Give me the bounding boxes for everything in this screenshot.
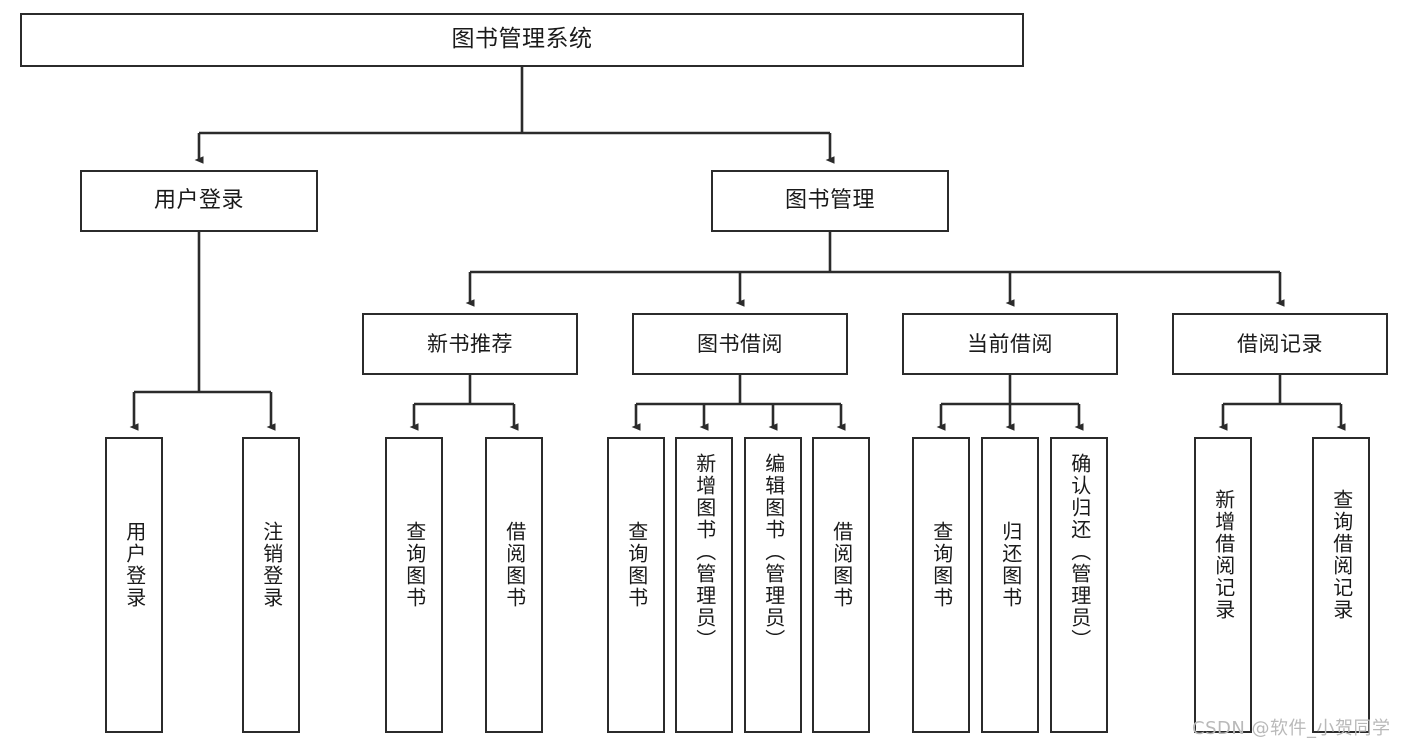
node-label: 新书推荐 [427, 331, 513, 356]
leaf-add-borrow-record[interactable]: 新增借阅记录 [1194, 437, 1252, 733]
leaf-user-login[interactable]: 用户登录 [105, 437, 163, 733]
node-label: 借阅记录 [1237, 331, 1323, 356]
node-label: 借阅图书 [502, 521, 527, 609]
leaf-confirm-return-admin[interactable]: 确认归还（管理员） [1050, 437, 1108, 733]
node-book-borrow[interactable]: 图书借阅 [632, 313, 848, 375]
leaf-query-book-recommend[interactable]: 查询图书 [385, 437, 443, 733]
node-label: 用户登录 [122, 521, 147, 609]
node-label: 注销登录 [259, 521, 284, 609]
node-root-system[interactable]: 图书管理系统 [20, 13, 1024, 67]
node-book-management[interactable]: 图书管理 [711, 170, 949, 232]
node-label: 图书管理系统 [451, 26, 593, 53]
node-label: 当前借阅 [967, 331, 1053, 356]
leaf-add-book-admin[interactable]: 新增图书（管理员） [675, 437, 733, 733]
leaf-query-book-current[interactable]: 查询图书 [912, 437, 970, 733]
node-new-book-recommend[interactable]: 新书推荐 [362, 313, 578, 375]
node-label: 借阅图书 [829, 521, 854, 609]
node-borrow-records[interactable]: 借阅记录 [1172, 313, 1388, 375]
node-label: 图书借阅 [697, 331, 783, 356]
leaf-edit-book-admin[interactable]: 编辑图书（管理员） [744, 437, 802, 733]
node-label: 确认归还（管理员） [1067, 453, 1092, 651]
leaf-logout[interactable]: 注销登录 [242, 437, 300, 733]
node-label: 查询图书 [624, 521, 649, 609]
csdn-watermark: CSDN @软件_小贺同学 [1192, 718, 1391, 739]
leaf-return-book[interactable]: 归还图书 [981, 437, 1039, 733]
node-label: 用户登录 [153, 188, 244, 214]
node-label: 归还图书 [998, 521, 1023, 609]
leaf-borrow-book[interactable]: 借阅图书 [812, 437, 870, 733]
leaf-query-borrow-record[interactable]: 查询借阅记录 [1312, 437, 1370, 733]
node-label: 编辑图书（管理员） [761, 453, 786, 651]
node-label: 查询借阅记录 [1329, 489, 1354, 621]
node-user-login[interactable]: 用户登录 [80, 170, 318, 232]
leaf-query-book-borrow[interactable]: 查询图书 [607, 437, 665, 733]
node-label: 查询图书 [402, 521, 427, 609]
node-label: 新增借阅记录 [1211, 489, 1236, 621]
node-label: 新增图书（管理员） [692, 453, 717, 651]
leaf-borrow-book-recommend[interactable]: 借阅图书 [485, 437, 543, 733]
node-label: 图书管理 [784, 188, 875, 214]
node-current-borrow[interactable]: 当前借阅 [902, 313, 1118, 375]
node-label: 查询图书 [929, 521, 954, 609]
